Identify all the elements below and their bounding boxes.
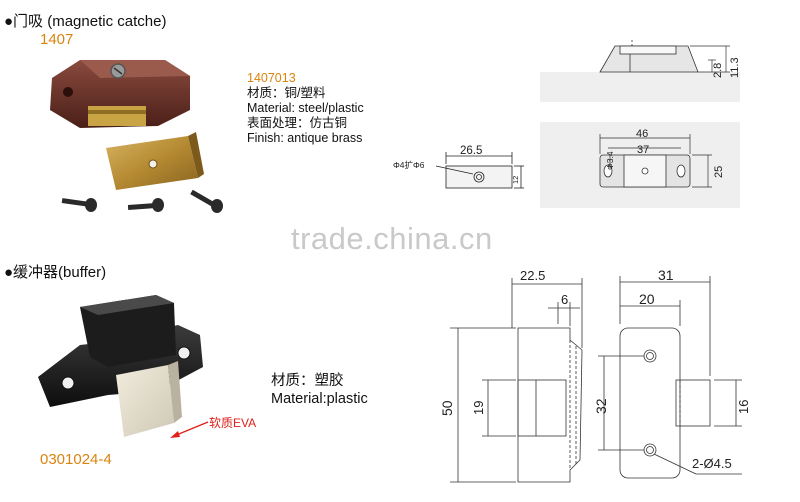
dim-2-8: 2.8: [712, 63, 724, 78]
watermark: trade.china.cn: [291, 221, 493, 256]
dim-6: 6: [561, 292, 568, 307]
material-en: Material: steel/plastic: [247, 101, 364, 115]
buffer-photo: [38, 295, 203, 437]
dim-26-5: 26.5: [460, 145, 482, 157]
dim-20: 20: [639, 291, 655, 307]
dim-hole-4-5: 2-Ø4.5: [692, 456, 732, 471]
dim-31: 31: [658, 268, 674, 283]
eva-label: 软质EVA: [209, 416, 257, 430]
plate-drawing: 26.5 Φ4扩Φ6 12: [393, 145, 524, 189]
model-number: 1407013: [247, 71, 296, 85]
dim-50: 50: [439, 400, 455, 416]
dim-16: 16: [736, 400, 751, 414]
buffer-drawings: 22.5 6 50 19 31 20 32 16 2-Ø4.5: [439, 268, 751, 483]
dim-25: 25: [713, 166, 725, 178]
dim-3-4: Φ3.4: [605, 151, 615, 170]
magnetic-catch-code: 1407: [40, 31, 74, 48]
dim-hole: Φ4扩Φ6: [393, 160, 425, 170]
dim-37: 37: [637, 144, 649, 156]
magnetic-catch-photo: [50, 60, 223, 213]
buffer-material-en: Material:plastic: [271, 391, 368, 407]
catch-drawings: 2.8 11.3 46 37 25 Φ3.4: [540, 40, 740, 208]
eva-arrow: [170, 421, 209, 438]
dim-11-3: 11.3: [729, 57, 740, 78]
dim-46: 46: [636, 128, 648, 140]
dim-12: 12: [511, 176, 520, 184]
buffer-material-cn: 材质：塑胶: [271, 373, 344, 389]
magnetic-catch-title: ●门吸 (magnetic catche): [4, 13, 167, 30]
finish-en: Finish: antique brass: [247, 131, 363, 145]
dim-19: 19: [471, 401, 486, 415]
dim-32: 32: [593, 398, 609, 414]
material-cn: 材质：铜/塑料: [247, 86, 326, 100]
dim-22-5: 22.5: [520, 268, 545, 283]
buffer-title: ●缓冲器(buffer): [4, 264, 107, 281]
buffer-code: 0301024-4: [40, 451, 112, 468]
finish-cn: 表面处理：仿古铜: [247, 116, 348, 130]
